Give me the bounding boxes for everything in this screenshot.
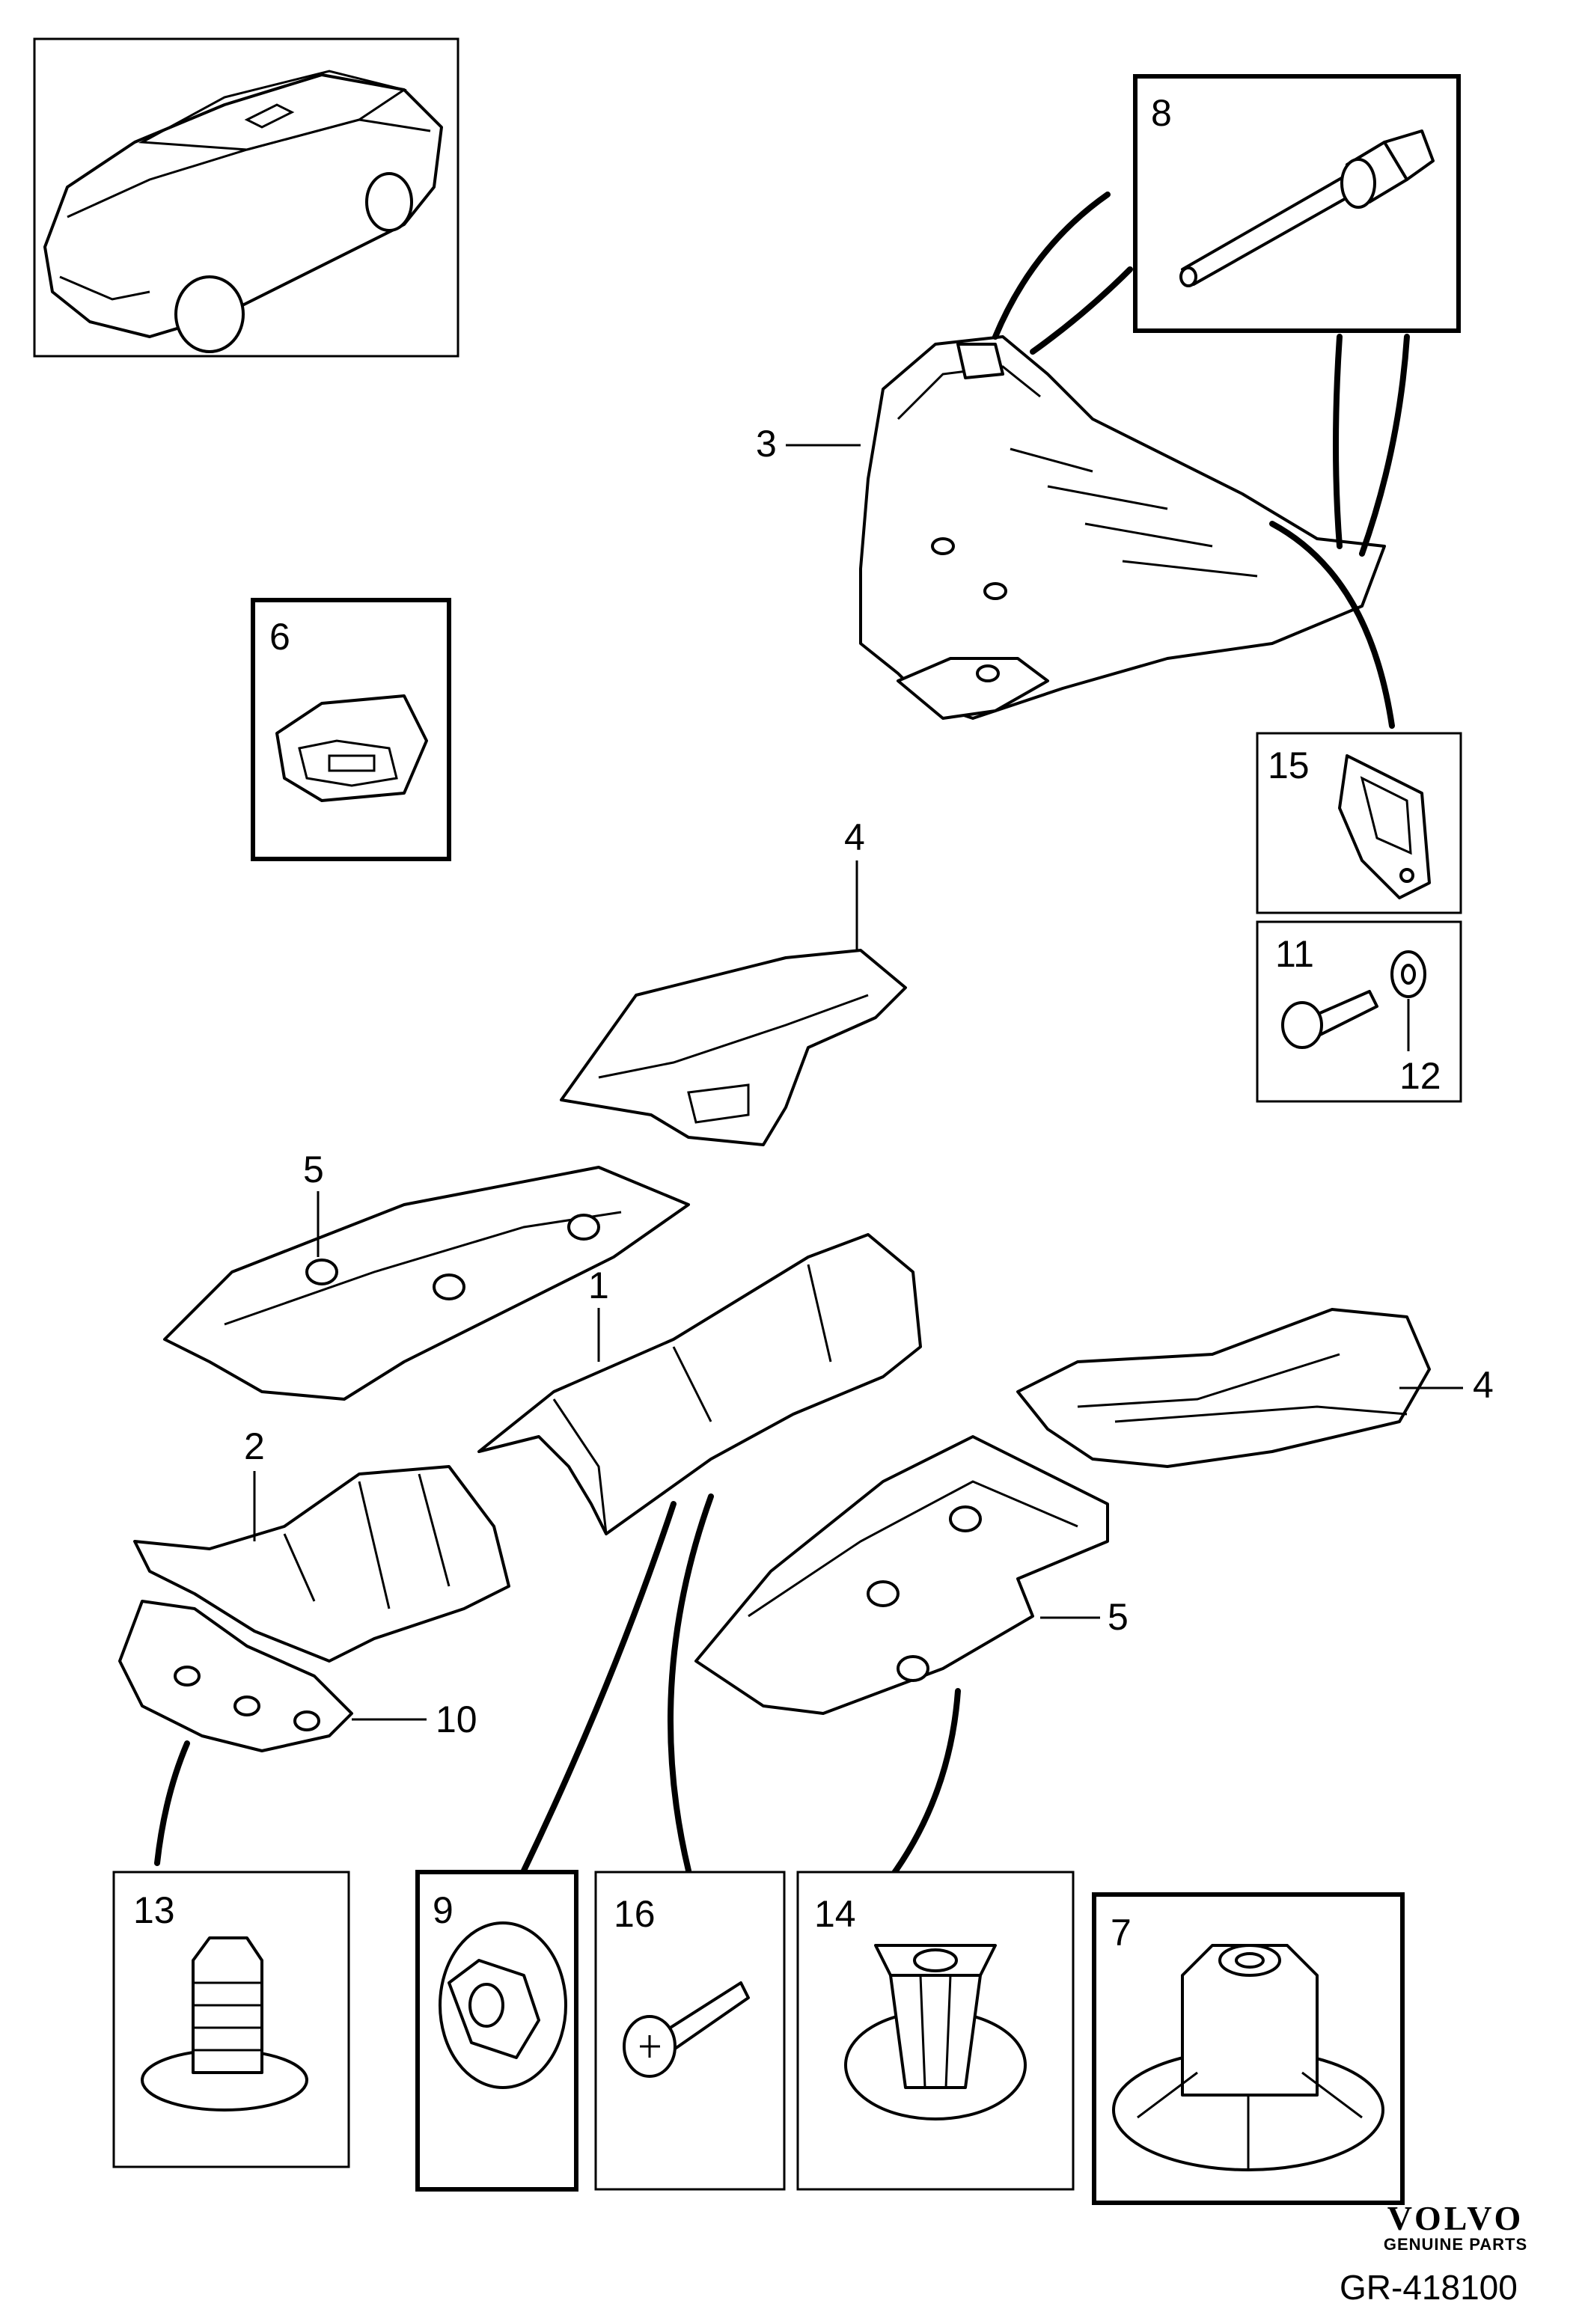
part-10-shield: [118, 1600, 353, 1752]
part-1-tunnel-shield: [477, 1233, 922, 1535]
callout-16: 16: [614, 1893, 656, 1935]
flange-nut-icon: [1112, 1944, 1384, 2171]
arrow-13-to-10: [154, 1740, 190, 1866]
callout-7: 7: [1111, 1912, 1132, 1954]
callout-15: 15: [1268, 744, 1310, 786]
callout-5a: 5: [303, 1149, 324, 1190]
callout-13: 13: [133, 1889, 175, 1931]
arrow-8-to-3a: [992, 192, 1111, 340]
part-5-upper-shield: [163, 1166, 690, 1401]
part-3-heat-shield: [859, 335, 1386, 720]
part-4-right-shield: [1016, 1308, 1431, 1468]
part-7-box: 7: [1092, 1892, 1405, 2205]
arrow-9-to-1: [521, 1501, 677, 1874]
callout-4a: 4: [844, 816, 865, 858]
callout-14: 14: [814, 1893, 856, 1935]
part-8-box: 8: [1133, 74, 1461, 333]
callout-11: 11: [1275, 933, 1314, 975]
part-13-box: 13: [112, 1871, 350, 2168]
bolt-icon: [1281, 990, 1378, 1049]
part-9-box: 9: [415, 1870, 578, 2192]
arrow-14-to-5: [888, 1688, 961, 1881]
callout-8: 8: [1151, 92, 1172, 134]
callout-6: 6: [269, 616, 290, 658]
arrow-8-to-3d: [1359, 334, 1410, 557]
callout-12: 12: [1399, 1055, 1441, 1097]
reference-code: GR-418100: [1340, 2268, 1518, 2307]
callout-4b: 4: [1473, 1364, 1494, 1406]
car-overview-panel: [33, 37, 459, 358]
brand-name: VOLVO: [1387, 2199, 1524, 2237]
callout-1: 1: [588, 1265, 609, 1306]
bolt-icon: [623, 1981, 750, 2078]
callout-2: 2: [244, 1425, 265, 1467]
callout-9: 9: [433, 1889, 454, 1931]
callout-5b: 5: [1108, 1596, 1129, 1638]
push-pin-icon: [141, 1936, 308, 2112]
bracket-icon: [1338, 754, 1431, 899]
flange-nut-icon: [439, 1921, 567, 2089]
washer-icon: [1390, 950, 1426, 998]
part-11-12-box: 11 12: [1256, 920, 1462, 1103]
part-2-shield: [133, 1465, 510, 1663]
rivet-icon: [1179, 129, 1435, 287]
arrow-8-to-3c: [1333, 334, 1343, 549]
part-15-box: 15: [1256, 732, 1462, 914]
spring-clip-icon: [844, 1944, 1027, 2120]
car-overview-icon: [43, 70, 443, 353]
part-5-right-shield: [694, 1435, 1109, 1715]
part-16-box: 16: [594, 1871, 786, 2191]
brand-subtitle: GENUINE PARTS: [1383, 2235, 1528, 2254]
part-4-upper-shield: [560, 949, 907, 1146]
part-14-box: 14: [796, 1871, 1075, 2191]
arrow-15-to-3: [1269, 521, 1395, 729]
callout-3: 3: [756, 423, 777, 465]
part-6-box: 6: [251, 598, 451, 861]
arrow-16-to-1: [668, 1493, 714, 1874]
clip-icon: [275, 694, 428, 802]
brand-logo: VOLVO GENUINE PARTS: [1343, 2198, 1568, 2254]
callout-10: 10: [436, 1698, 477, 1740]
arrow-8-to-3b: [1030, 266, 1133, 355]
